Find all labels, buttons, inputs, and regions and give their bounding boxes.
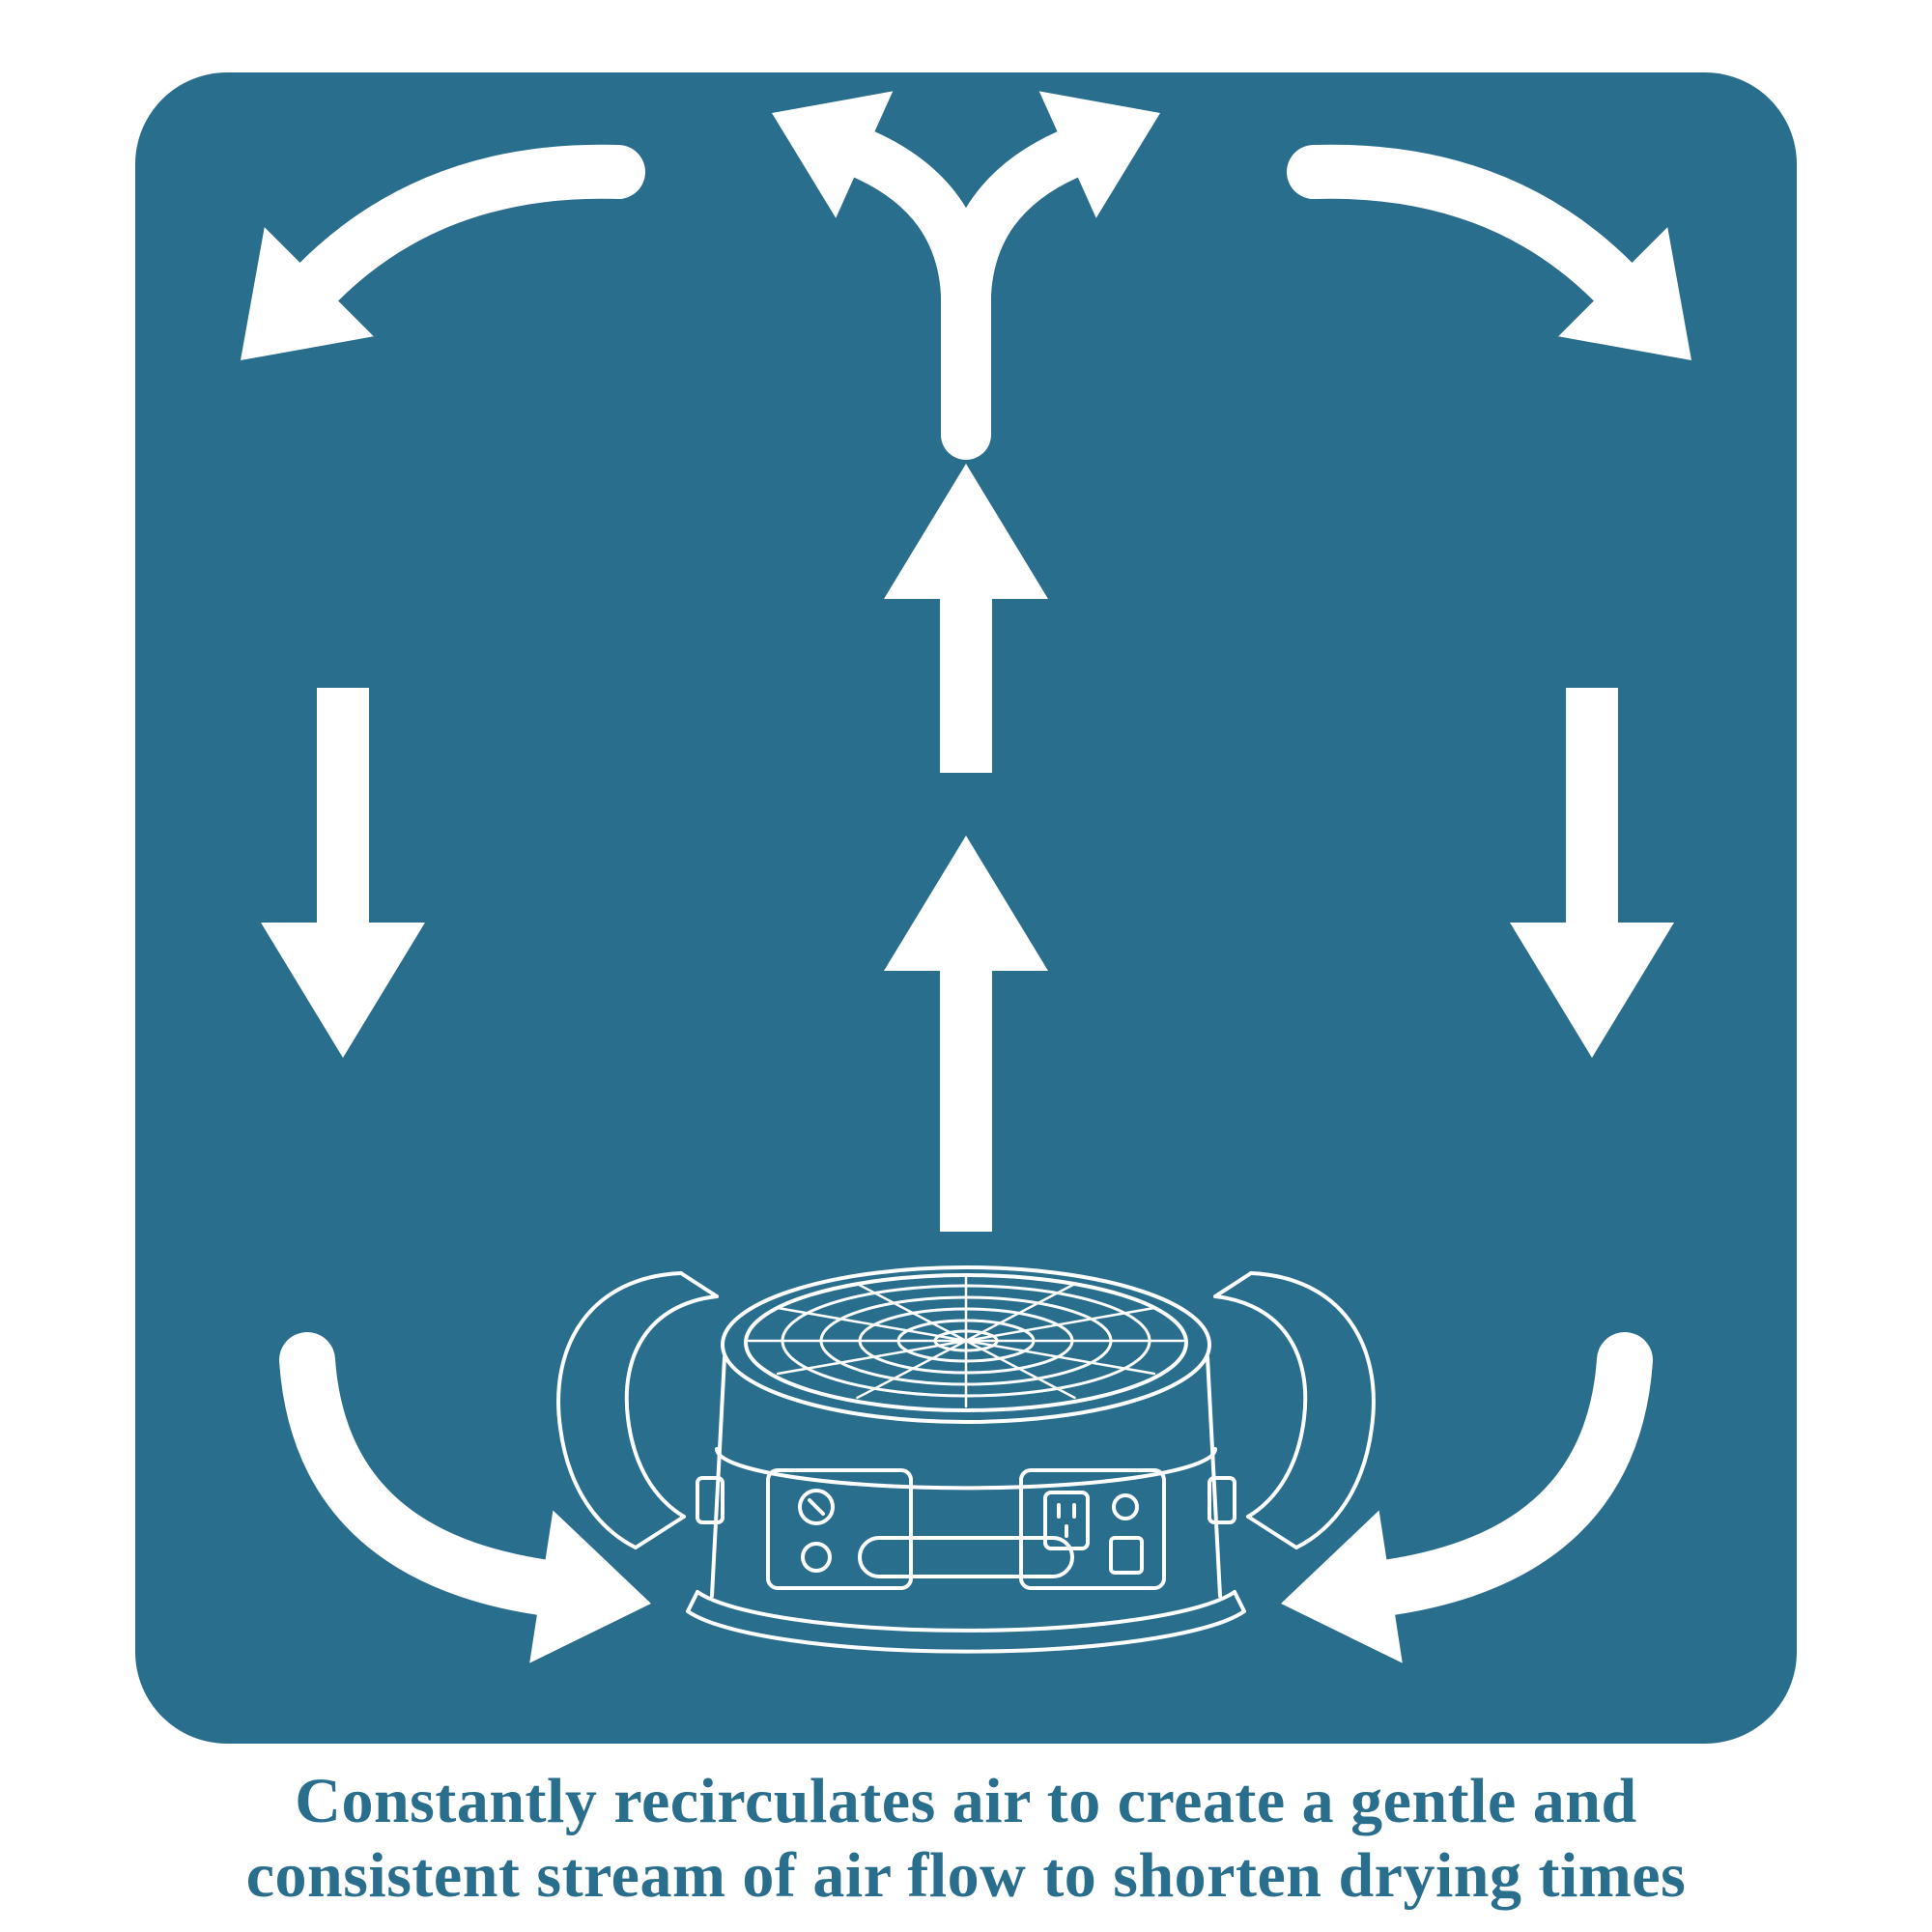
straight-arrow-down-left [261, 688, 425, 1058]
side-handle-left [556, 1271, 719, 1549]
caption: Constantly recirculates air to create a … [0, 1764, 1932, 1913]
curved-arrow-top-left [241, 144, 645, 360]
split-arrow-up [772, 91, 1160, 460]
straight-arrow-down-right [1510, 688, 1674, 1058]
straight-arrow-up-lower [884, 836, 1048, 1232]
caption-line-1: Constantly recirculates air to create a … [295, 1766, 1637, 1836]
fan-grille-spokes [747, 1273, 1185, 1408]
curved-arrow-bottom-left [279, 1332, 651, 1663]
curved-arrow-bottom-right [1281, 1332, 1653, 1663]
side-handle-right [1213, 1271, 1376, 1549]
control-panel-left [766, 1468, 913, 1590]
front-handle [858, 1536, 1074, 1578]
caption-line-2: consistent stream of air flow to shorten… [245, 1840, 1687, 1912]
air-mover-illustration [556, 1265, 1376, 1654]
straight-arrow-up-upper [884, 464, 1048, 773]
airflow-arrows [241, 91, 1691, 1663]
curved-arrow-top-right [1287, 144, 1691, 360]
control-panel-right [1019, 1468, 1166, 1590]
